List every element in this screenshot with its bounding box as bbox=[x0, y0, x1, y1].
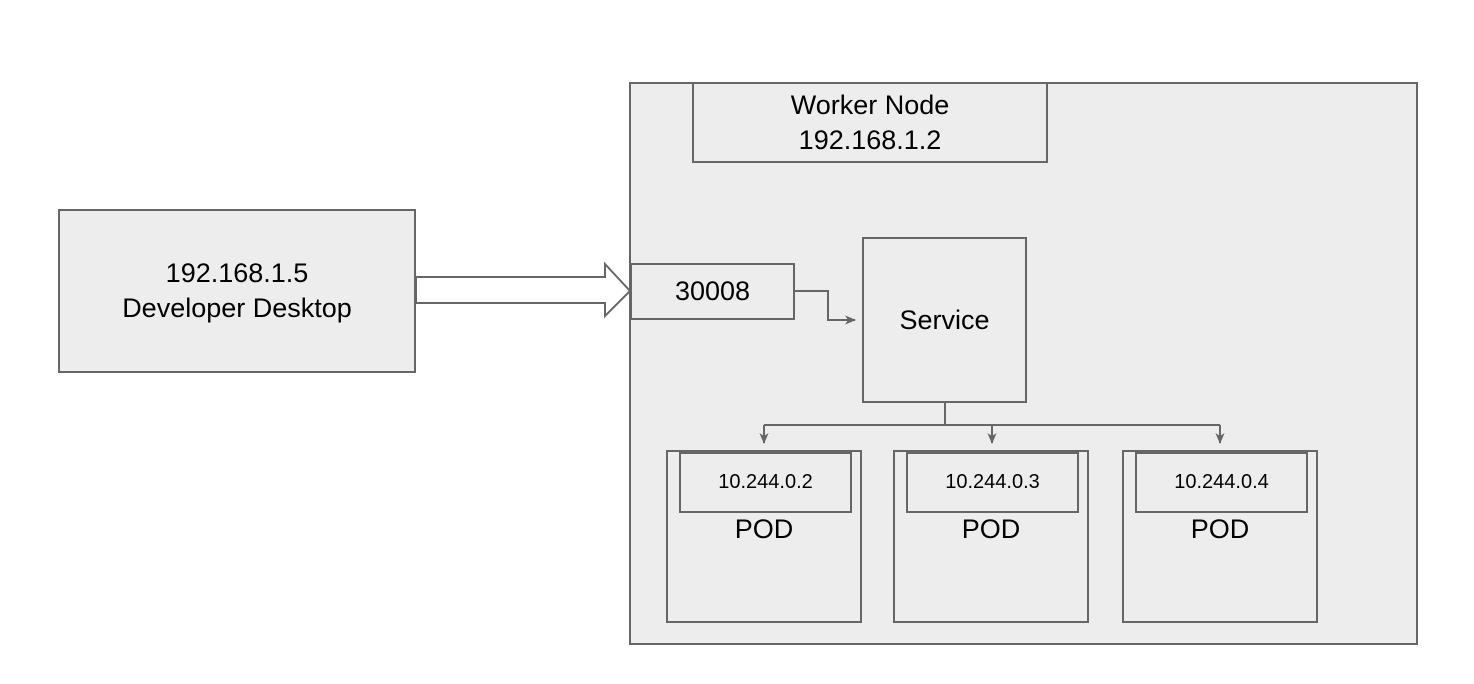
node-port-box[interactable]: 30008 bbox=[630, 263, 795, 320]
service-box[interactable]: Service bbox=[862, 237, 1027, 403]
pod-label-1: POD bbox=[734, 514, 794, 544]
pod-box-2[interactable]: 10.244.0.3 POD bbox=[893, 450, 1089, 623]
pod-ip-3: 10.244.0.4 bbox=[1135, 452, 1308, 513]
pod-ip-1: 10.244.0.2 bbox=[679, 452, 852, 513]
worker-node-label-box[interactable]: Worker Node 192.168.1.2 bbox=[692, 82, 1048, 163]
pod-box-3[interactable]: 10.244.0.4 POD bbox=[1122, 450, 1318, 623]
pod-label-2: POD bbox=[961, 514, 1021, 544]
desktop-to-nodeport-arrow bbox=[415, 261, 632, 319]
pod-ip-2: 10.244.0.3 bbox=[906, 452, 1079, 513]
developer-desktop-box[interactable]: 192.168.1.5 Developer Desktop bbox=[58, 209, 416, 373]
pod-label-3: POD bbox=[1190, 514, 1250, 544]
pod-box-1[interactable]: 10.244.0.2 POD bbox=[666, 450, 862, 623]
